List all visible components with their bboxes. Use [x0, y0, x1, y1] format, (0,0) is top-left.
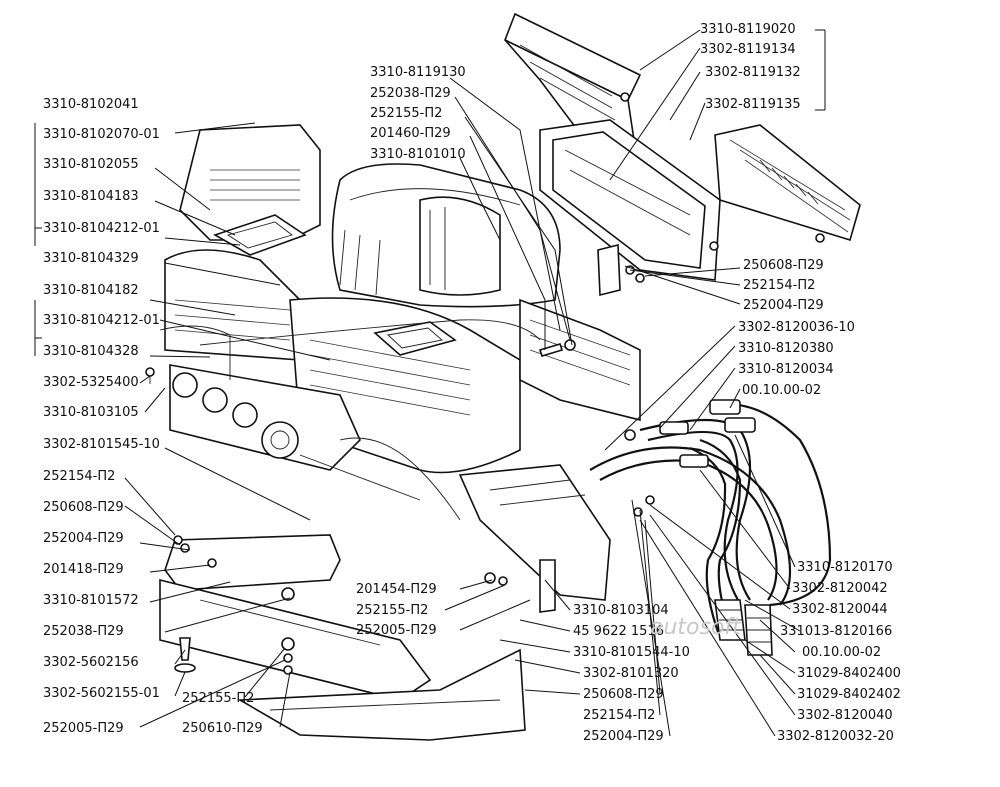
callout-label: 31029-8402400 — [797, 666, 901, 681]
callout-label: 252154-П2 — [743, 278, 815, 293]
callout-label: 3302-8101320 — [583, 666, 679, 681]
callout-label: 252155-П2 — [356, 603, 428, 618]
callout-label: 3310-8103105 — [43, 405, 139, 420]
callout-label: 252004-П29 — [743, 298, 824, 313]
mounting-bracket — [159, 534, 526, 741]
callout-label: 3302-8120040 — [797, 708, 893, 723]
callout-label: 3310-8102041 — [43, 97, 139, 112]
control-panel — [159, 325, 361, 471]
lower-air-duct — [458, 464, 611, 613]
callout-label: 250608-П29 — [743, 258, 824, 273]
watermark-logo: autosoft — [650, 615, 742, 640]
callout-label: 3302-8119134 — [700, 42, 796, 57]
callout-label: 3302-8120036-10 — [738, 320, 855, 335]
callout-label: 00.10.00-02 — [802, 645, 881, 660]
callout-label: 00.10.00-02 — [742, 383, 821, 398]
leader-lines — [34, 29, 826, 737]
callout-label: 3310-8119020 — [700, 22, 796, 37]
callout-label: 3310-8101010 — [370, 147, 466, 162]
callout-label: 250608-П29 — [583, 687, 664, 702]
callout-label: 252005-П29 — [356, 623, 437, 638]
callout-label: 3310-8120380 — [738, 341, 834, 356]
callout-label: 3302-5602156 — [43, 655, 139, 670]
callout-label: 3302-8101545-10 — [43, 437, 160, 452]
callout-label: 3310-8104183 — [43, 189, 139, 204]
air-intake-duct — [503, 12, 861, 297]
callout-label: 252154-П2 — [583, 708, 655, 723]
callout-label: 252005-П29 — [43, 721, 124, 736]
callout-label: 201418-П29 — [43, 562, 124, 577]
callout-label: 250610-П29 — [182, 721, 263, 736]
callout-label: 3310-8120170 — [797, 560, 893, 575]
callout-label: 3302-8119135 — [705, 97, 801, 112]
callout-label: 252038-П29 — [43, 624, 124, 639]
callout-label: 3302-8119132 — [705, 65, 801, 80]
callout-label: 3310-8101572 — [43, 593, 139, 608]
callout-label: 3302-8120042 — [792, 581, 888, 596]
callout-label: 252155-П2 — [182, 691, 254, 706]
callout-labels: 3310-8102041 3310-8102070-01 3310-810205… — [43, 22, 901, 744]
callout-label: 3302-5325400 — [43, 375, 139, 390]
callout-label: 250608-П29 — [43, 500, 124, 515]
callout-label: 3302-5602155-01 — [43, 686, 160, 701]
callout-label: 331013-8120166 — [780, 624, 892, 639]
callout-label: 31029-8402402 — [797, 687, 901, 702]
callout-label: 3310-8120034 — [738, 362, 834, 377]
callout-label: 3310-8103104 — [573, 603, 669, 618]
callout-label: 3310-8102055 — [43, 157, 139, 172]
callout-label: 201454-П29 — [356, 582, 437, 597]
callout-label: 3310-8104182 — [43, 283, 139, 298]
callout-label: 3310-8119130 — [370, 65, 466, 80]
callout-label: 201460-П29 — [370, 126, 451, 141]
callout-label: 3310-8104212-01 — [43, 313, 160, 328]
callout-label: 252004-П29 — [43, 531, 124, 546]
heater-assembly-drawing — [145, 12, 861, 741]
callout-label: 3310-8104328 — [43, 344, 139, 359]
callout-label: 252154-П2 — [43, 469, 115, 484]
callout-label: 252004-П29 — [583, 729, 664, 744]
callout-label: 3310-8104212-01 — [43, 221, 160, 236]
control-cables — [199, 319, 541, 521]
callout-label: 3310-8104329 — [43, 251, 139, 266]
callout-label: 3310-8102070-01 — [43, 127, 160, 142]
callout-label: 3310-8101544-10 — [573, 645, 690, 660]
callout-label: 3302-8120044 — [792, 602, 888, 617]
callout-label: 45 9622 1516 — [573, 624, 664, 639]
callout-label: 3302-8120032-20 — [777, 729, 894, 744]
callout-label: 252155-П2 — [370, 106, 442, 121]
callout-label: 252038-П29 — [370, 86, 451, 101]
